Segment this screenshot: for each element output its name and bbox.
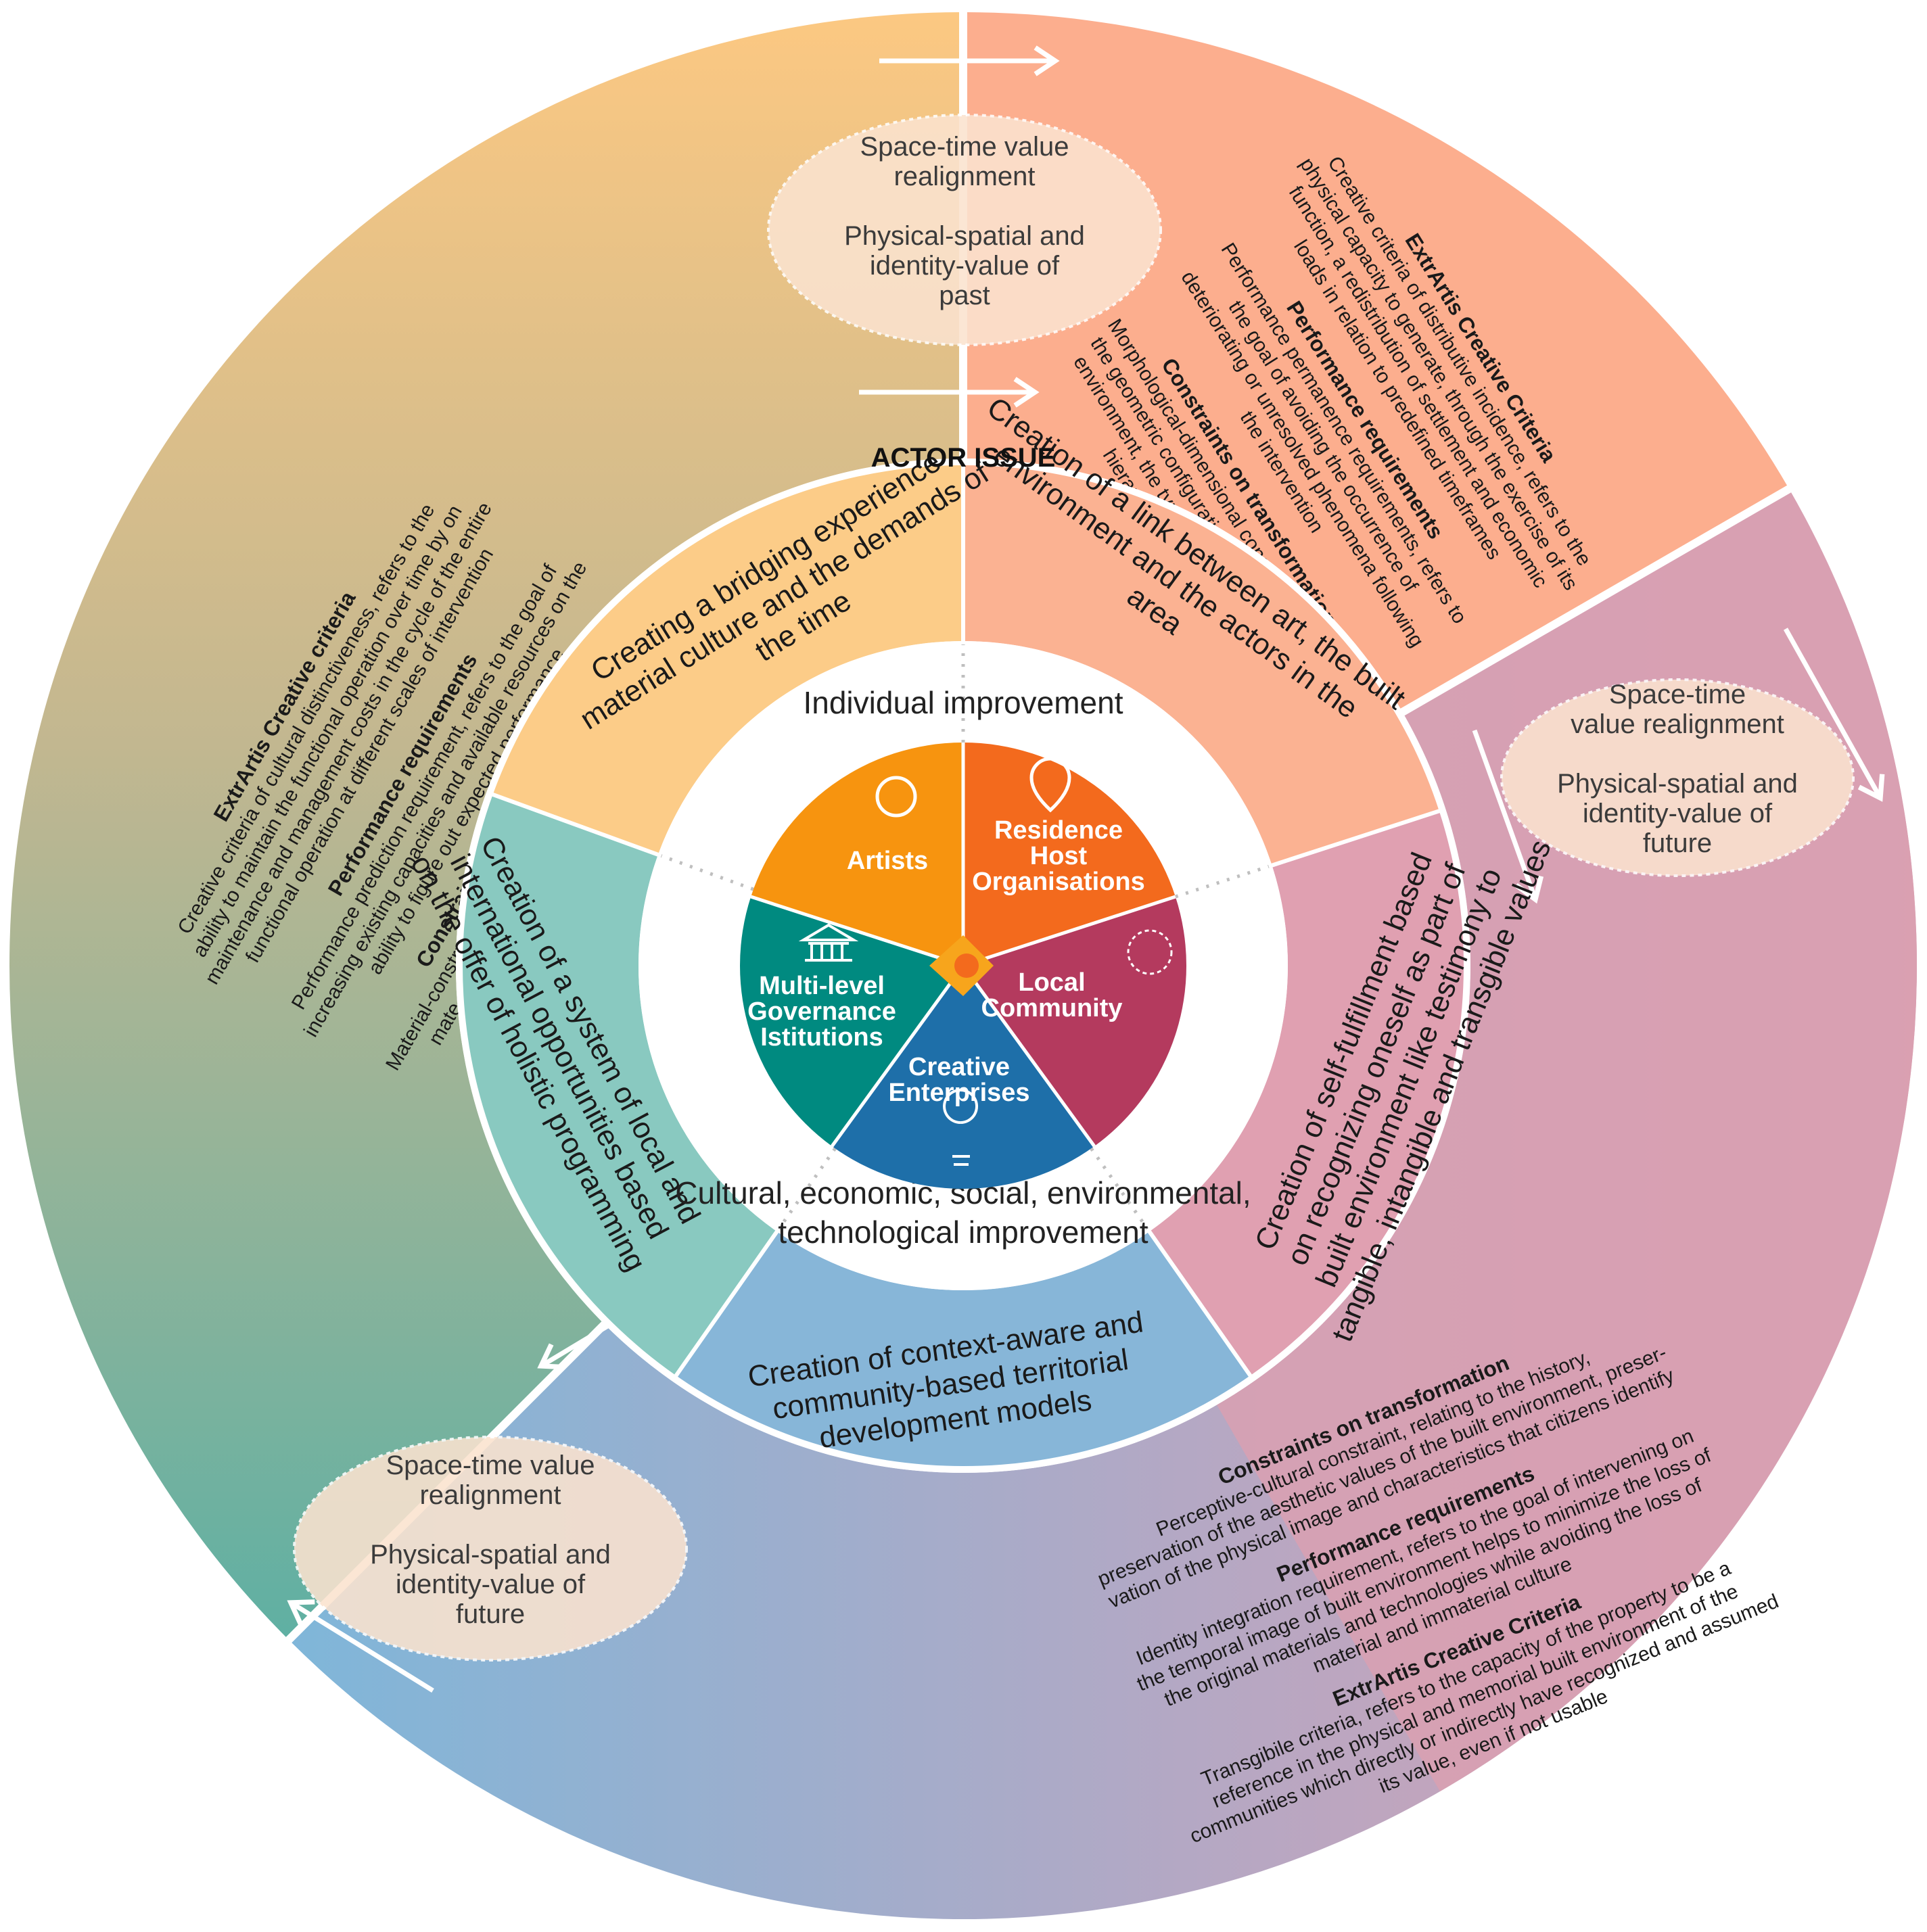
bubble-top-line-3: Physical-spatial and (844, 221, 1085, 251)
actor-label-1-0: Residence (994, 816, 1123, 845)
palette-icon (875, 776, 917, 818)
actor-pie: Artists ResidenceHostOrganisationsLocalCo… (740, 743, 1186, 1189)
bubble-right-line-1: value realignment (1571, 709, 1784, 739)
arrow-right-outer (1783, 628, 1885, 802)
value-bubbles: Space-time valuerealignmentPhysical-spat… (293, 114, 1855, 1662)
page-title: ACTOR ISSUE (871, 443, 1056, 473)
bubble-right (1500, 678, 1855, 877)
middle-sector-local (1149, 811, 1464, 1376)
actor-label-1-2: Organisations (972, 868, 1145, 896)
bubble-right-line-0: Space-time (1609, 680, 1746, 709)
actor-label-4-0: Multi-level (759, 972, 885, 1000)
arrow-bottom-inner (537, 1323, 610, 1370)
improvement-labels: Individual improvement Cultural, economi… (675, 685, 1251, 1250)
middle-sector-residence (963, 465, 1439, 866)
institution-icon (798, 923, 859, 962)
bubble-top-line-1: realignment (893, 162, 1035, 191)
bubble-bottom-left (293, 1436, 688, 1662)
bubble-right-line-5: future (1643, 828, 1712, 858)
collective-improvement-label-2: technological improvement (778, 1215, 1148, 1250)
bubble-bottom-left-line-3: Physical-spatial and (370, 1540, 611, 1570)
bubble-bottom-left-line-5: future (456, 1599, 525, 1629)
actor-label-4-2: Istitutions (760, 1023, 883, 1052)
separator-right (1394, 481, 1797, 720)
pie-governance (740, 897, 963, 1146)
middle-ring (463, 462, 1464, 1466)
middle-sector-creative (676, 1231, 1251, 1466)
outer-separators (281, 5, 1885, 1693)
bubble-bottom-left-line-0: Space-time value (386, 1451, 595, 1480)
bubble-top-line-4: identity-value of (870, 251, 1060, 281)
arrow-bottom-outer (287, 1599, 434, 1693)
home-pin-icon (1029, 757, 1071, 813)
outer-ring (9, 12, 1917, 1919)
bubble-right-line-4: identity-value of (1583, 799, 1773, 828)
outer-sector-top-right (963, 12, 1790, 712)
lightbulb-icon (943, 1089, 979, 1166)
pie-residence (963, 743, 1176, 966)
bubble-bottom-left-line-4: identity-value of (396, 1570, 586, 1599)
outer-sector-left (9, 12, 964, 1641)
actor-label-3-1: Enterprises (888, 1079, 1029, 1107)
middle-sector-governance (463, 794, 777, 1376)
actor-label-0-0: Artists (847, 847, 928, 875)
actor-label-4-1: Governance (747, 997, 896, 1026)
actor-label-2-0: Local (1018, 968, 1085, 997)
actor-label-3-0: Creative (908, 1053, 1010, 1081)
pie-creative (832, 966, 1094, 1189)
pie-artists (751, 743, 963, 966)
community-network-icon (1127, 929, 1173, 975)
bubble-bottom-left-line-1: realignment (419, 1480, 561, 1510)
bubble-top (767, 114, 1162, 346)
middle-sector-artists (492, 465, 963, 855)
actor-label-2-1: Community (981, 994, 1123, 1022)
bubble-top-line-5: past (939, 281, 990, 310)
individual-improvement-label: Individual improvement (803, 685, 1123, 720)
bubble-top-line-0: Space-time value (860, 132, 1069, 162)
actor-label-1-1: Host (1030, 842, 1088, 870)
pie-local (963, 897, 1186, 1146)
arrow-right-inner (1472, 729, 1544, 904)
bubble-right-line-3: Physical-spatial and (1557, 769, 1798, 799)
